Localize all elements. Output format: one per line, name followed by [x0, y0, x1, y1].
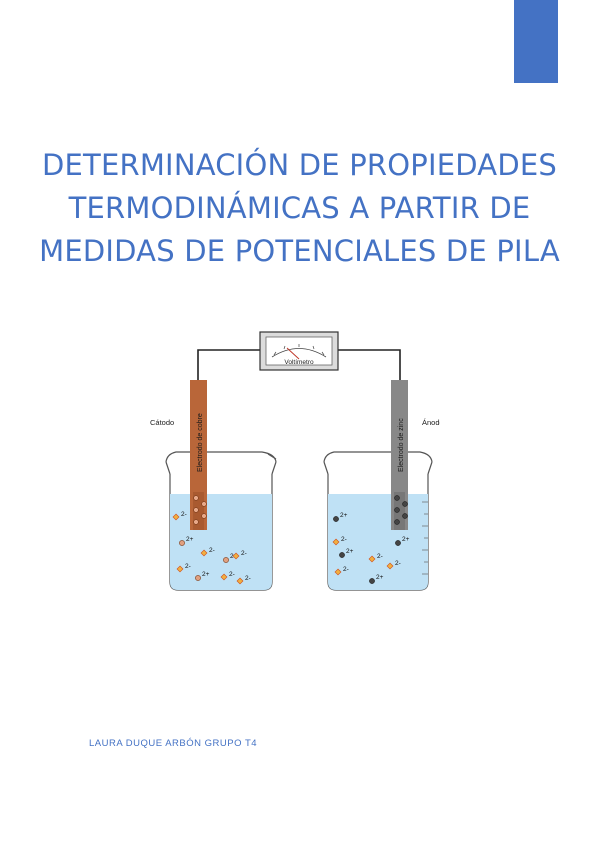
ion-charge: 2+ — [186, 536, 194, 543]
anode-label: Ánodo — [422, 418, 440, 427]
ion-charge: 2- — [377, 553, 383, 560]
graduation-marks — [422, 501, 428, 575]
voltmeter-label: Voltímetro — [284, 359, 314, 366]
ion-charge: 2- — [229, 571, 235, 578]
zinc-electrode-label: Electrodo de zinc — [398, 418, 405, 472]
voltmeter: Voltímetro — [259, 331, 339, 371]
author-line: LAURA DUQUE ARBÓN GRUPO T4 — [89, 738, 258, 749]
ion-charge: 2- — [245, 575, 251, 582]
zinc-atoms — [394, 495, 408, 525]
ion-charge: 2+ — [202, 571, 210, 578]
ion-charge: 2+ — [402, 536, 410, 543]
ion-charge: 2- — [341, 536, 347, 543]
ion-charge: 2- — [343, 566, 349, 573]
ion-charge: 2- — [209, 547, 215, 554]
zinc-ions: 2+ 2- 2+ 2- 2+ 2- 2- 2+ — [332, 512, 410, 584]
title-line-2: TERMODINÁMICAS A PARTIR DE — [68, 191, 531, 225]
title-line-1: DETERMINACIÓN DE PROPIEDADES — [42, 148, 557, 182]
cathode-label: Cátodo — [150, 418, 174, 427]
accent-bar — [514, 0, 558, 83]
copper-ions: 2- 2+ 2- 2+ 2- 2- 2+ 2- — [172, 511, 251, 585]
galvanic-cell-diagram: Voltímetro Cátodo Ánodo Electrodo de cob… — [150, 331, 440, 591]
document-title: DETERMINACIÓN DE PROPIEDADES TERMODINÁMI… — [20, 144, 579, 273]
ion-charge: 2+ — [340, 512, 348, 519]
wire-right — [336, 349, 401, 382]
title-line-3: MEDIDAS DE POTENCIALES DE PILA — [39, 234, 560, 268]
right-beaker — [323, 451, 433, 591]
wire-left — [197, 349, 260, 382]
ion-charge: 2- — [395, 560, 401, 567]
copper-electrode-label: Electrodo de cobre — [197, 413, 204, 472]
ion-charge: 2+ — [376, 574, 384, 581]
ion-charge: 2- — [185, 563, 191, 570]
ion-charge: 2- — [181, 511, 187, 518]
ion-charge: 2- — [241, 550, 247, 557]
copper-atoms — [193, 495, 207, 525]
ion-charge: 2+ — [346, 548, 354, 555]
